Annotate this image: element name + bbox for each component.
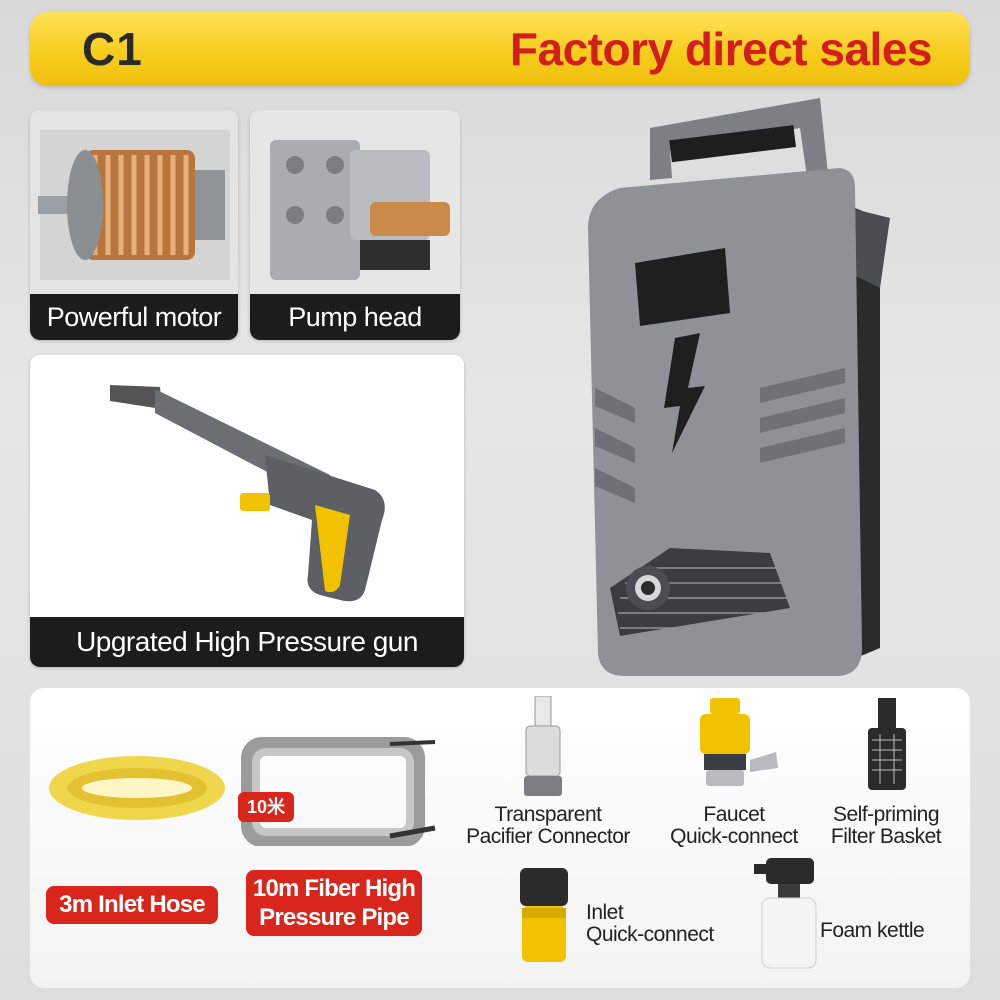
pressure-washer-illustration: [588, 98, 890, 676]
caption-motor: Powerful motor: [30, 294, 238, 340]
inlet-connector-illustration: [520, 868, 568, 962]
feature-card-pump: Pump head: [250, 110, 460, 340]
inlet-hose-illustration: [49, 756, 225, 820]
filter-basket-label: Self-priming Filter Basket: [820, 804, 952, 848]
header-banner: C1 Factory direct sales: [30, 12, 970, 86]
faucet-label-1: Faucet: [703, 803, 765, 826]
pacifier-label-2: Pacifier Connector: [466, 825, 630, 848]
fiber-pipe-label-1: 10m Fiber High: [252, 875, 416, 902]
inlet-hose-label: 3m Inlet Hose: [59, 891, 205, 918]
caption-gun: Upgrated High Pressure gun: [30, 617, 464, 667]
pacifier-connector-label: Transparent Pacifier Connector: [448, 804, 648, 848]
motor-illustration: [30, 110, 238, 294]
accessories-panel: 3m Inlet Hose 10米 10m Fiber High Pressur…: [30, 688, 970, 988]
faucet-label-2: Quick-connect: [670, 825, 798, 848]
banner-title: Factory direct sales: [509, 23, 933, 75]
model-code: C1: [82, 23, 143, 75]
pipe-length-badge: 10米: [238, 792, 294, 822]
foam-kettle-illustration: [754, 858, 817, 969]
filter-label-2: Filter Basket: [830, 825, 942, 848]
filter-basket-illustration: [868, 698, 906, 790]
spray-gun-illustration: [30, 355, 464, 617]
fiber-pipe-tag: 10m Fiber High Pressure Pipe: [246, 870, 422, 936]
inlet-connector-label: Inlet Quick-connect: [586, 902, 736, 946]
pump-illustration: [250, 110, 460, 294]
faucet-connector-illustration: [700, 698, 778, 786]
pacifier-label-1: Transparent: [494, 803, 602, 826]
inlet-connector-label-2: Quick-connect: [586, 923, 714, 946]
pacifier-connector-illustration: [524, 696, 562, 796]
foam-kettle-label: Foam kettle: [820, 919, 925, 942]
inlet-hose-tag: 3m Inlet Hose: [46, 886, 218, 924]
filter-label-1: Self-priming: [832, 803, 940, 826]
faucet-connector-label: Faucet Quick-connect: [658, 804, 810, 848]
caption-pump: Pump head: [250, 294, 460, 340]
feature-card-gun: Upgrated High Pressure gun: [30, 355, 464, 667]
feature-card-motor: Powerful motor: [30, 110, 238, 340]
inlet-connector-label-1: Inlet: [586, 901, 624, 924]
fiber-pipe-illustration: [241, 737, 436, 846]
fiber-pipe-label-2: Pressure Pipe: [259, 904, 410, 931]
